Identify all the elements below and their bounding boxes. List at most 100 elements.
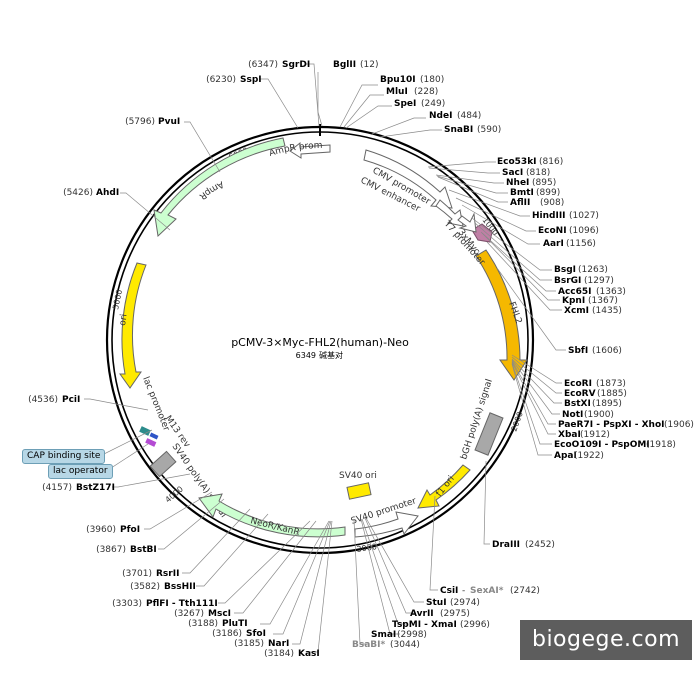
site-bpu10i-pos: (180) bbox=[420, 75, 444, 85]
site-econi-pos: (1096) bbox=[569, 226, 599, 236]
site-xcmi-pos: (1435) bbox=[592, 306, 622, 316]
site-apai-pos: (1922) bbox=[574, 451, 604, 461]
site-ecorv: EcoRV bbox=[564, 389, 596, 399]
site-nari: NarI bbox=[268, 639, 289, 649]
site-smai-pos: (2998) bbox=[397, 630, 427, 640]
ori-arrow bbox=[119, 262, 147, 389]
site-pvui-pos: (5796) bbox=[125, 117, 155, 127]
site-sbfi-pos: (1606) bbox=[592, 346, 622, 356]
site-rsrii-pos: (3701) bbox=[122, 569, 152, 579]
site-sbfi: SbfI bbox=[568, 346, 588, 356]
site-eco53ki-pos: (816) bbox=[539, 157, 563, 167]
ori-label: ori bbox=[118, 313, 130, 326]
site-mlui-pos: (228) bbox=[414, 87, 438, 97]
tick-5000: 5000 bbox=[111, 289, 124, 311]
site-sfoi-pos: (3186) bbox=[212, 629, 242, 639]
t7-promoter-arrow bbox=[457, 212, 477, 233]
site-xcmi: XcmI bbox=[564, 306, 589, 316]
site-bsgi-pos: (1263) bbox=[578, 265, 608, 275]
site-spei: SpeI bbox=[394, 99, 416, 109]
site-xmai-pos: (2996) bbox=[460, 620, 490, 630]
site-bsrgi: BsrGI bbox=[554, 276, 581, 286]
site-pcii: PciI bbox=[62, 395, 80, 405]
site-kpni: KpnI bbox=[562, 296, 585, 306]
site-hindiii: HindIII bbox=[532, 211, 566, 221]
site-csii: CsiI bbox=[440, 586, 458, 596]
site-bsabi: BsaBI* bbox=[352, 640, 385, 650]
site-bsshii: BssHII bbox=[164, 582, 196, 592]
site-bmti: BmtI bbox=[510, 188, 534, 198]
site-pfoi-pos: (3960) bbox=[86, 525, 116, 535]
site-pspomi-pos: (1918) bbox=[646, 440, 676, 450]
plasmid-size-unit: 碱基对 bbox=[319, 350, 343, 360]
site-avrii-pos: (2975) bbox=[440, 609, 470, 619]
site-apai: ApaI bbox=[554, 451, 577, 461]
plasmid-size: 6349 bbox=[296, 351, 316, 360]
ampr-promoter-arrow bbox=[289, 141, 331, 159]
lac-operator-box: lac operator bbox=[48, 464, 113, 479]
site-avrii: AvrII bbox=[410, 609, 434, 619]
site-ecori: EcoRI bbox=[564, 379, 592, 389]
cmv-promoter-arrow bbox=[435, 199, 464, 227]
site-hindiii-pos: (1027) bbox=[569, 211, 599, 221]
sv40-polya-block bbox=[149, 450, 177, 478]
f1-ori-arrow bbox=[417, 464, 471, 509]
site-aflii: AflII bbox=[510, 198, 530, 208]
site-kasi: KasI bbox=[298, 649, 320, 659]
lac-operator-mark bbox=[145, 438, 157, 447]
site-mlui: MluI bbox=[386, 87, 408, 97]
ampr-arrow bbox=[153, 137, 286, 238]
site-ahdi-pos: (5426) bbox=[63, 188, 93, 198]
site-bstz17i-pos: (4157) bbox=[42, 483, 72, 493]
site-kpni-pos: (1367) bbox=[588, 296, 618, 306]
site-draiii-pos: (2452) bbox=[525, 540, 555, 550]
site-nhei: NheI bbox=[506, 178, 529, 188]
site-pfoi: PfoI bbox=[120, 525, 140, 535]
site-sfoi: SfoI bbox=[246, 629, 266, 639]
site-aari-pos: (1156) bbox=[566, 239, 596, 249]
site-noti: NotI bbox=[562, 410, 583, 420]
site-bstxi-pos: (1895) bbox=[592, 399, 622, 409]
site-bsabi-pos: (3044) bbox=[390, 640, 420, 650]
site-pluti-pos: (3188) bbox=[188, 619, 218, 629]
site-sexai: SexAI* bbox=[470, 586, 504, 596]
site-aari: AarI bbox=[543, 239, 564, 249]
site-sgrdi-pos: (6347) bbox=[248, 60, 278, 70]
site-csii-dash: - bbox=[462, 586, 465, 596]
site-bpu10i: Bpu10I bbox=[380, 75, 416, 85]
site-kasi-pos: (3184) bbox=[264, 649, 294, 659]
site-bglii: BglII bbox=[333, 60, 356, 70]
fhl2-arrow bbox=[475, 249, 528, 381]
site-xbai-pos: (1912) bbox=[580, 430, 610, 440]
site-bsrgi-pos: (1297) bbox=[584, 276, 614, 286]
tick-3000: 3000 bbox=[356, 542, 377, 554]
site-pluti: PluTI bbox=[222, 619, 248, 629]
site-snabi: SnaBI bbox=[444, 125, 473, 135]
site-spei-pos: (249) bbox=[421, 99, 445, 109]
plasmid-name: pCMV-3×Myc-FHL2(human)-Neo bbox=[231, 336, 409, 349]
site-msci: MscI bbox=[208, 609, 231, 619]
site-leader-lines bbox=[84, 63, 566, 653]
site-aflii-pos: (908) bbox=[540, 198, 564, 208]
site-rsrii: RsrII bbox=[156, 569, 179, 579]
tick-2000: 2000 bbox=[509, 410, 524, 432]
site-ahdi: AhdI bbox=[96, 188, 119, 198]
site-acc65i-pos: (1363) bbox=[596, 287, 626, 297]
site-xbai: XbaI bbox=[558, 430, 581, 440]
site-econi: EcoNI bbox=[538, 226, 567, 236]
site-xhoi-pos: (1906) bbox=[664, 420, 694, 430]
site-noti-pos: (1900) bbox=[584, 410, 614, 420]
site-xmai: TspMI - XmaI bbox=[392, 620, 457, 630]
watermark: biogege.com bbox=[520, 620, 692, 660]
site-bstbi: BstBI bbox=[130, 545, 157, 555]
site-nari-pos: (3185) bbox=[234, 639, 264, 649]
site-ecori-pos: (1873) bbox=[596, 379, 626, 389]
site-nhei-pos: (895) bbox=[532, 178, 556, 188]
site-sspi: SspI bbox=[240, 75, 262, 85]
site-sgrdi: SgrDI bbox=[282, 60, 310, 70]
site-ndei-pos: (484) bbox=[457, 111, 481, 121]
site-eco53ki: Eco53kI bbox=[497, 157, 537, 167]
site-bstz17i: BstZ17I bbox=[76, 483, 115, 493]
site-msci-pos: (3267) bbox=[174, 609, 204, 619]
site-bstxi: BstXI bbox=[564, 399, 591, 409]
